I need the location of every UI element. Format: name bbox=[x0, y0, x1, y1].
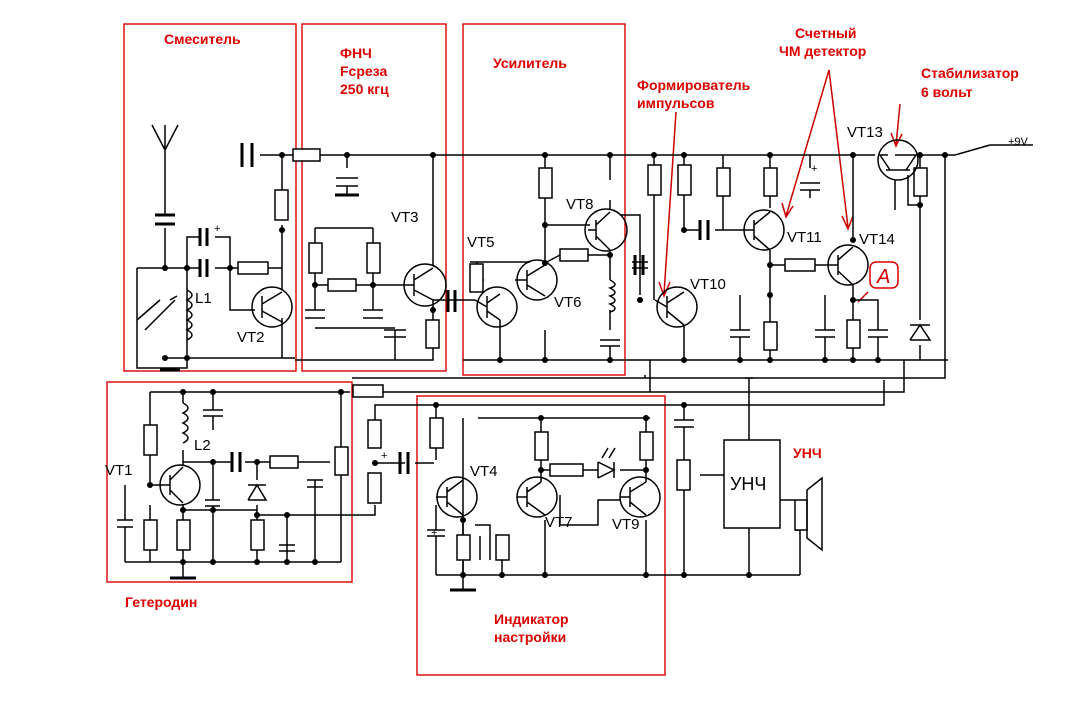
polarity-marks: + + + + bbox=[214, 163, 817, 539]
label-l2: L2 bbox=[194, 437, 211, 454]
label-vt8: VT8 bbox=[566, 196, 594, 213]
junction-dots bbox=[147, 152, 948, 578]
capacitor-plates bbox=[155, 143, 710, 474]
label-vt9: VT9 bbox=[612, 516, 640, 533]
test-point-label: A bbox=[876, 266, 890, 288]
local-oscillator-title: Гетеродин bbox=[125, 594, 197, 610]
label-vt10: VT10 bbox=[690, 276, 726, 293]
label-vt3: VT3 bbox=[391, 209, 419, 226]
wiring bbox=[117, 124, 1033, 591]
audio-amp-block bbox=[723, 439, 781, 529]
amplifier-block-outline bbox=[462, 23, 626, 376]
test-point-badge bbox=[869, 261, 899, 289]
speaker-icon bbox=[806, 476, 823, 552]
ground-symbols bbox=[160, 193, 476, 592]
label-vt5: VT5 bbox=[467, 234, 495, 251]
tuning-indicator-block-outline bbox=[416, 395, 666, 676]
label-supply: +9V bbox=[1008, 136, 1029, 148]
label-vt11: VT11 bbox=[787, 229, 822, 246]
stabilizer-title-line2: 6 вольт bbox=[921, 84, 973, 100]
label-vt7: VT7 bbox=[545, 514, 573, 531]
svg-text:+: + bbox=[214, 223, 220, 235]
lpf-title-line3: 250 кгц bbox=[340, 81, 389, 97]
label-vt6: VT6 bbox=[554, 294, 582, 311]
label-vt1: VT1 bbox=[105, 462, 133, 479]
transistors bbox=[159, 139, 919, 518]
label-vt13: VT13 bbox=[847, 124, 883, 141]
pulse-former-title-line1: Формирователь bbox=[637, 77, 751, 93]
mixer-block-outline bbox=[123, 23, 297, 372]
label-vt14: VT14 bbox=[859, 231, 895, 248]
audio-amp-title: УНЧ bbox=[793, 445, 822, 461]
stabilizer-title-line1: Стабилизатор bbox=[921, 65, 1019, 81]
diodes bbox=[247, 323, 932, 501]
fm-detector-title-line1: Счетный bbox=[795, 25, 857, 41]
tuning-indicator-title-line1: Индикатор bbox=[494, 611, 569, 627]
resistors bbox=[143, 148, 928, 561]
annotation-arrows bbox=[658, 69, 903, 303]
svg-text:+: + bbox=[811, 163, 817, 175]
tuning-indicator-title-line2: настройки bbox=[494, 629, 566, 645]
amplifier-title: Усилитель bbox=[493, 55, 567, 71]
label-l1: L1 bbox=[195, 290, 212, 307]
svg-text:+: + bbox=[431, 527, 437, 539]
label-vt4: VT4 bbox=[470, 463, 498, 480]
lpf-title-line1: ФНЧ bbox=[340, 45, 372, 61]
local-oscillator-block-outline bbox=[106, 381, 353, 583]
component-labels: L1 VT2 VT3 VT5 VT6 VT8 VT10 VT11 VT14 VT… bbox=[105, 124, 1029, 533]
label-vt2: VT2 bbox=[237, 329, 265, 346]
fm-detector-title-line2: ЧМ детектор bbox=[779, 43, 866, 59]
pulse-former-title-line2: импульсов bbox=[637, 95, 715, 111]
svg-text:+: + bbox=[381, 450, 387, 462]
mixer-title: Смеситель bbox=[164, 31, 241, 47]
audio-amp-block-label: УНЧ bbox=[730, 474, 766, 494]
lpf-title-line2: Fсреза bbox=[340, 63, 387, 79]
lpf-block-outline bbox=[301, 23, 447, 372]
inductors bbox=[136, 279, 616, 444]
